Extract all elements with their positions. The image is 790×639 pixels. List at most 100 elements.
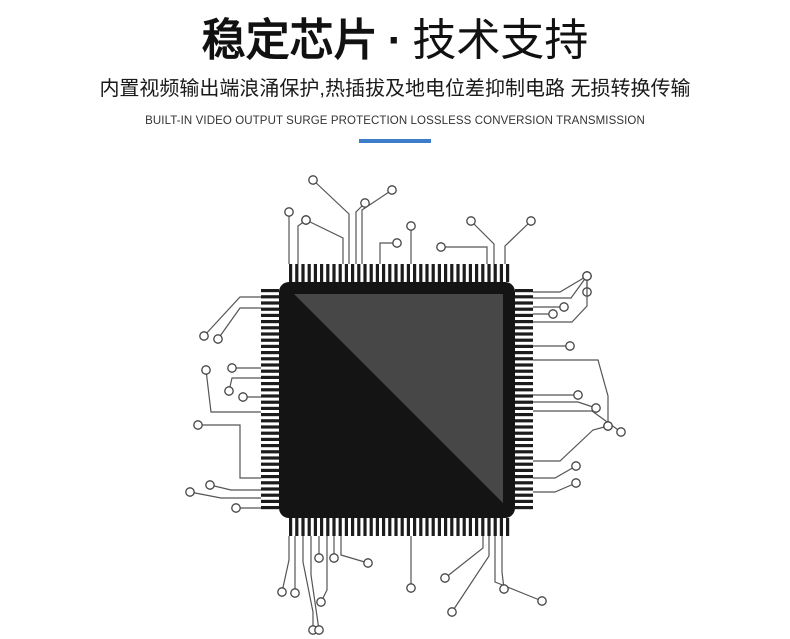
chip-pin [261,326,279,330]
chip-pin [413,264,417,282]
chip-pin [261,295,279,299]
chip-pin [413,518,417,536]
chip-pin [301,518,305,536]
trace-terminal [603,421,613,431]
chip-pin [515,375,533,379]
chip-pin [437,518,441,536]
chip-pin [261,406,279,410]
chip-pin [394,518,398,536]
chip-pin [450,518,454,536]
trace-terminal [582,271,592,281]
chip-pin [261,487,279,491]
subtitle-chinese: 内置视频输出端浪涌保护,热插拔及地电位差抑制电路 无损转换传输 [99,78,691,100]
trace-terminal [406,221,416,231]
trace-terminal [537,596,547,606]
trace-terminal [406,583,416,593]
chip-pin [515,419,533,423]
trace-terminal [314,625,324,635]
chip-pin [261,493,279,497]
chip-pin [320,264,324,282]
chip-pin [375,518,379,536]
chip-pin [487,264,491,282]
chip-pin [400,518,404,536]
circuit-trace [533,274,588,299]
circuit-trace [310,536,320,631]
chip-pin [515,475,533,479]
subtitle-english: BUILT-IN VIDEO OUTPUT SURGE PROTECTION L… [145,115,645,127]
chip-pin [506,518,510,536]
chip-pin [261,357,279,361]
chip-pin [506,264,510,282]
chip-pin [515,332,533,336]
chip-pin [515,382,533,386]
chip-pin [295,264,299,282]
chip-pin [394,264,398,282]
chip-body [279,282,515,518]
trace-terminal [447,607,457,617]
trace-terminal [199,331,209,341]
circuit-trace [533,275,588,293]
chip-pin [369,518,373,536]
chip-pin [261,394,279,398]
chip-pin [515,413,533,417]
title-separator: · [387,16,403,65]
chip-pin [295,518,299,536]
circuit-trace [302,536,314,630]
circuit-trace [533,425,609,462]
chip-pin [261,450,279,454]
chip-pin [462,518,466,536]
chip-pin [382,264,386,282]
trace-terminal [440,573,450,583]
trace-terminal [559,302,569,312]
chip-pin [425,264,429,282]
trace-terminal [205,480,215,490]
trace-terminal [573,390,583,400]
chip-pin [515,499,533,503]
trace-terminal [277,587,287,597]
chip-pin [515,307,533,311]
chip-pin [515,301,533,305]
circuit-trace [355,202,366,264]
chip-pin [261,301,279,305]
chip-pin [493,264,497,282]
chip-pin [307,264,311,282]
circuit-trace [504,220,532,264]
circuit-trace [444,536,484,579]
chip-pin [261,499,279,503]
chip-pin [431,518,435,536]
circuit-trace [203,296,261,337]
circuit-trace [305,219,344,264]
chip-pin [515,456,533,460]
chip-pin [515,289,533,293]
trace-terminal [185,487,195,497]
circuit-trace [189,491,261,499]
chip-pin [261,375,279,379]
chip-pin [515,487,533,491]
circuit-trace [312,179,350,264]
circuit-trace [533,401,597,409]
chip-pin [400,264,404,282]
trace-terminal [231,503,241,513]
chip-pin [515,344,533,348]
trace-terminal [392,238,402,248]
chip-pin [261,351,279,355]
circuit-trace [281,536,290,593]
trace-terminal [499,584,509,594]
circuit-trace [533,465,577,479]
chip-pin [515,431,533,435]
trace-terminal [616,427,626,437]
chip-pin [515,506,533,510]
trace-terminal [591,403,601,413]
chip-pin [515,425,533,429]
chip-pin [363,264,367,282]
chip-pin [261,338,279,342]
circuit-trace [217,307,261,340]
chip-pin [351,518,355,536]
chip-pin [475,264,479,282]
chip-pin [406,264,410,282]
chip-pin [363,518,367,536]
chip-pin [261,419,279,423]
chip-pin [515,326,533,330]
chip-pin [261,369,279,373]
trace-terminal [363,558,373,568]
